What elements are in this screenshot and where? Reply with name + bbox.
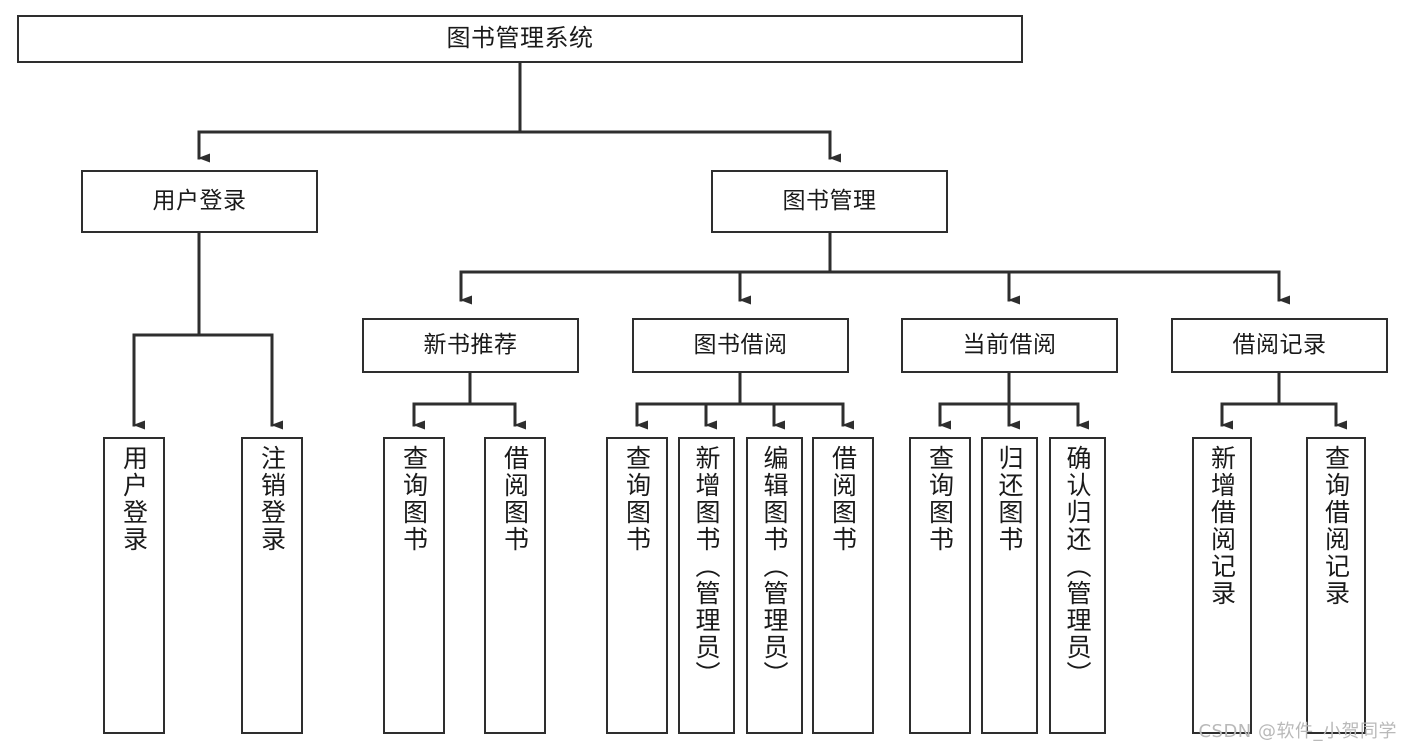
node-leaf-logout[interactable]: 注销登录 [241, 437, 303, 734]
node-leaf-borrow-book[interactable]: 借阅图书 [812, 437, 874, 734]
node-borrow-record[interactable]: 借阅记录 [1171, 318, 1388, 373]
node-leaf-user-login[interactable]: 用户登录 [103, 437, 165, 734]
node-leaf-query-book-borrow[interactable]: 查询图书 [606, 437, 668, 734]
node-leaf-query-book-current[interactable]: 查询图书 [909, 437, 971, 734]
node-label: 查询图书 [622, 445, 652, 553]
node-leaf-query-book-recommend[interactable]: 查询图书 [383, 437, 445, 734]
node-leaf-borrow-book-recommend[interactable]: 借阅图书 [484, 437, 546, 734]
node-label: 注销登录 [257, 445, 287, 553]
node-leaf-add-book-admin[interactable]: 新增图书（管理员） [678, 437, 735, 734]
node-label: 新增借阅记录 [1207, 445, 1237, 607]
node-book-management[interactable]: 图书管理 [711, 170, 948, 233]
node-label: 编辑图书（管理员） [760, 445, 789, 688]
node-label: 图书管理系统 [446, 24, 594, 53]
node-leaf-edit-book-admin[interactable]: 编辑图书（管理员） [746, 437, 803, 734]
node-label: 确认归还（管理员） [1063, 445, 1092, 688]
node-label: 归还图书 [995, 445, 1024, 553]
node-leaf-query-borrow-record[interactable]: 查询借阅记录 [1306, 437, 1366, 734]
node-new-book-recommend[interactable]: 新书推荐 [362, 318, 579, 373]
node-label: 查询借阅记录 [1321, 445, 1351, 607]
node-user-login[interactable]: 用户登录 [81, 170, 318, 233]
node-label: 借阅图书 [828, 445, 858, 553]
node-label: 用户登录 [119, 445, 149, 553]
node-label: 查询图书 [399, 445, 429, 553]
node-leaf-confirm-return-admin[interactable]: 确认归还（管理员） [1049, 437, 1106, 734]
node-label: 当前借阅 [962, 332, 1057, 359]
node-leaf-add-borrow-record[interactable]: 新增借阅记录 [1192, 437, 1252, 734]
node-label: 图书管理 [782, 188, 877, 215]
node-label: 用户登录 [152, 188, 247, 215]
node-label: 新增图书（管理员） [692, 445, 721, 688]
node-label: 查询图书 [925, 445, 955, 553]
node-label: 新书推荐 [423, 332, 518, 359]
node-root-book-management-system[interactable]: 图书管理系统 [17, 15, 1023, 63]
node-current-borrow[interactable]: 当前借阅 [901, 318, 1118, 373]
csdn-watermark: CSDN @软件_小贺同学 [1198, 721, 1397, 742]
node-label: 借阅图书 [500, 445, 530, 553]
node-label: 图书借阅 [693, 332, 788, 359]
node-leaf-return-book[interactable]: 归还图书 [981, 437, 1038, 734]
node-label: 借阅记录 [1232, 332, 1327, 359]
node-book-borrow[interactable]: 图书借阅 [632, 318, 849, 373]
